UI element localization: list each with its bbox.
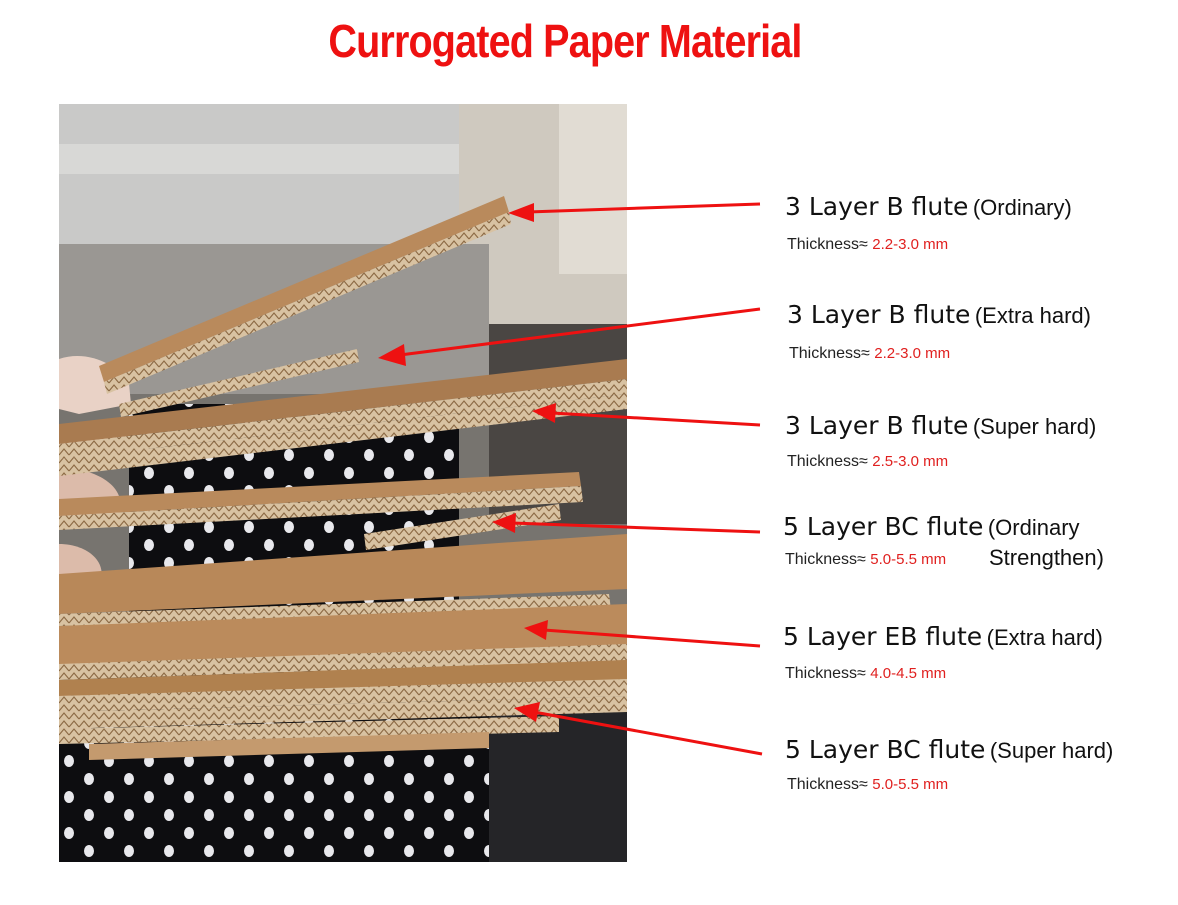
- item-6-thickness-value: 5.0-5.5 mm: [872, 776, 949, 793]
- thickness-label: Thickness≈: [787, 236, 868, 253]
- item-4-title: 5 Layer BC flute (Ordinary: [783, 512, 1080, 541]
- item-2-thickness-value: 2.2-3.0 mm: [874, 345, 951, 362]
- item-6-name: 5 Layer BC flute: [785, 735, 986, 764]
- arrow-6: [514, 702, 763, 756]
- thickness-label: Thickness≈: [785, 551, 866, 568]
- item-4-grade: (Ordinary: [987, 515, 1080, 540]
- arrow-2: [378, 307, 761, 366]
- item-3-thickness-value: 2.5-3.0 mm: [872, 453, 949, 470]
- arrow-4: [492, 513, 761, 534]
- item-3-grade: (Super hard): [972, 414, 1097, 439]
- item-6-thickness: Thickness≈ 5.0-5.5 mm: [787, 776, 948, 794]
- item-6-title: 5 Layer BC flute (Super hard): [785, 735, 1113, 764]
- item-4-thickness-value: 5.0-5.5 mm: [870, 551, 947, 568]
- item-4-thickness: Thickness≈ 5.0-5.5 mm: [785, 551, 946, 569]
- item-5-title: 5 Layer EB flute (Extra hard): [783, 622, 1103, 651]
- item-3-name: 3 Layer B flute: [785, 411, 969, 440]
- arrow-1: [508, 202, 761, 222]
- thickness-label: Thickness≈: [787, 776, 868, 793]
- thickness-label: Thickness≈: [789, 345, 870, 362]
- cardboard-photo: [59, 104, 627, 862]
- item-3-thickness: Thickness≈ 2.5-3.0 mm: [787, 453, 948, 471]
- page-title: Currogated Paper Material: [328, 15, 802, 67]
- item-2-thickness: Thickness≈ 2.2-3.0 mm: [789, 345, 950, 363]
- thickness-label: Thickness≈: [787, 453, 868, 470]
- item-5-thickness-value: 4.0-4.5 mm: [870, 665, 947, 682]
- item-5-thickness: Thickness≈ 4.0-4.5 mm: [785, 665, 946, 683]
- item-1-title: 3 Layer B flute (Ordinary): [785, 192, 1072, 221]
- item-5-grade: (Extra hard): [986, 625, 1103, 650]
- item-6-grade: (Super hard): [989, 738, 1114, 763]
- thickness-label: Thickness≈: [785, 665, 866, 682]
- item-3-title: 3 Layer B flute (Super hard): [785, 411, 1096, 440]
- item-1-thickness: Thickness≈ 2.2-3.0 mm: [787, 236, 948, 254]
- item-1-name: 3 Layer B flute: [785, 192, 969, 221]
- item-1-thickness-value: 2.2-3.0 mm: [872, 236, 949, 253]
- item-5-name: 5 Layer EB flute: [783, 622, 983, 651]
- item-2-title: 3 Layer B flute (Extra hard): [787, 300, 1091, 329]
- arrow-5: [524, 620, 761, 648]
- item-1-grade: (Ordinary): [972, 195, 1072, 220]
- item-4-grade-line2: Strengthen): [989, 545, 1104, 570]
- item-2-name: 3 Layer B flute: [787, 300, 971, 329]
- arrow-3: [532, 403, 761, 427]
- item-2-grade: (Extra hard): [974, 303, 1091, 328]
- item-4-name: 5 Layer BC flute: [783, 512, 984, 541]
